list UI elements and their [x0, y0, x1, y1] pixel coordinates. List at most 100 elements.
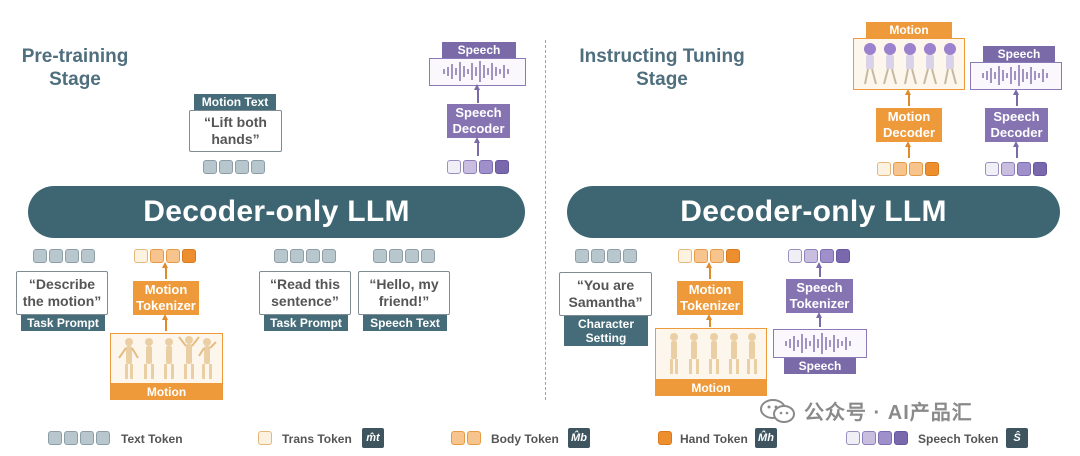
quote-line: “Describe [28, 276, 96, 292]
text-token-group [203, 160, 265, 174]
speech-token [846, 431, 860, 445]
text-token [405, 249, 419, 263]
arrow-up [905, 89, 911, 106]
motion-token-group [134, 249, 196, 263]
legend-text-token-swatch [48, 431, 110, 445]
motion-tag: Motion [866, 22, 952, 38]
body-token [710, 249, 724, 263]
box-line: Motion [144, 282, 188, 297]
box-line: Decoder [882, 125, 936, 140]
stage-title-line: Stage [49, 69, 101, 90]
box-line: Decoder [452, 121, 505, 136]
speech-decoder: Speech Decoder [447, 104, 510, 138]
speech-token [878, 431, 892, 445]
trans-token [134, 249, 148, 263]
speech-token [820, 249, 834, 263]
box-line: Speech [455, 105, 502, 120]
hand-symbol-icon: M̂h [755, 428, 777, 448]
pretraining-stage-title: Pre-training Stage [10, 45, 140, 91]
read-sentence-quote: “Read this sentence” [259, 271, 351, 315]
watermark: 公众号 · AI产品汇 [760, 396, 973, 425]
anime-figures-icon [864, 43, 957, 85]
trans-token [877, 162, 891, 176]
text-token-group [575, 249, 637, 263]
character-setting-tag: Character Setting [564, 316, 648, 346]
speech-waveform [970, 62, 1062, 90]
body-token [166, 249, 180, 263]
you-are-samantha-quote: “You are Samantha” [559, 272, 652, 316]
arrow-up [816, 312, 822, 327]
text-token [64, 431, 78, 445]
tag-line: Setting [585, 331, 627, 345]
dancing-figures-icon [118, 336, 217, 379]
motion-tokenizer: Motion Tokenizer [677, 281, 743, 315]
box-line: Motion [887, 109, 931, 124]
speech-token [1017, 162, 1031, 176]
motion-sequence-image [110, 333, 223, 384]
quote-line: “Lift both [204, 114, 267, 130]
legend-body-token-label: Body Token [491, 432, 559, 446]
motion-decoder: Motion Decoder [876, 108, 942, 142]
quote-line: “Hello, my [369, 276, 439, 292]
text-token [80, 431, 94, 445]
speech-tokenizer: Speech Tokenizer [786, 279, 853, 313]
motion-sequence-image [853, 38, 965, 90]
text-token [33, 249, 47, 263]
speech-text-tag: Speech Text [363, 315, 447, 331]
body-token [467, 431, 481, 445]
text-token [274, 249, 288, 263]
speech-token [862, 431, 876, 445]
legend-body-token-swatch [451, 431, 481, 445]
arrow-up [474, 137, 480, 156]
stage-title-line: Stage [636, 69, 688, 90]
text-token [203, 160, 217, 174]
text-token [623, 249, 637, 263]
arrow-up [816, 262, 822, 277]
text-token [96, 431, 110, 445]
text-token [575, 249, 589, 263]
box-line: Decoder [990, 125, 1043, 140]
speech-waveform [773, 329, 867, 358]
speech-decoder: Speech Decoder [985, 108, 1048, 142]
hand-token [182, 249, 196, 263]
speech-token [985, 162, 999, 176]
hand-token [726, 249, 740, 263]
speech-tag: Speech [442, 42, 516, 58]
speech-token [836, 249, 850, 263]
trans-symbol-icon: m̂t [362, 428, 384, 448]
speech-waveform [429, 58, 526, 86]
quote-line: “You are [576, 277, 635, 293]
legend-hand-token-label: Hand Token [680, 432, 748, 446]
quote-line: the motion” [22, 293, 102, 309]
body-token [150, 249, 164, 263]
speech-token-group [447, 160, 509, 174]
quote-line: Samantha” [568, 294, 643, 310]
arrow-up [1013, 89, 1019, 106]
speech-token [804, 249, 818, 263]
text-token [219, 160, 233, 174]
arrow-up [162, 262, 168, 279]
text-token [65, 249, 79, 263]
speech-token [1033, 162, 1047, 176]
legend-speech-token-swatch [846, 431, 908, 445]
speech-symbol-icon: Ŝ [1006, 428, 1028, 448]
arrow-up [1013, 141, 1019, 158]
legend-trans-token-label: Trans Token [282, 432, 352, 446]
legend-trans-token-swatch [258, 431, 272, 445]
text-token [251, 160, 265, 174]
body-token [893, 162, 907, 176]
text-token [373, 249, 387, 263]
arrow-up [474, 84, 480, 103]
speech-token-group [788, 249, 850, 263]
task-prompt-tag: Task Prompt [21, 315, 105, 331]
motion-text-quote: “Lift both hands” [189, 110, 282, 152]
speech-token [463, 160, 477, 174]
motion-tokenizer: Motion Tokenizer [133, 281, 199, 315]
motion-tag: Motion [110, 384, 223, 400]
speech-tag: Speech [983, 46, 1055, 62]
text-token [591, 249, 605, 263]
text-token [322, 249, 336, 263]
trans-token [258, 431, 272, 445]
stage-divider [545, 40, 546, 400]
arrow-up [706, 262, 712, 279]
